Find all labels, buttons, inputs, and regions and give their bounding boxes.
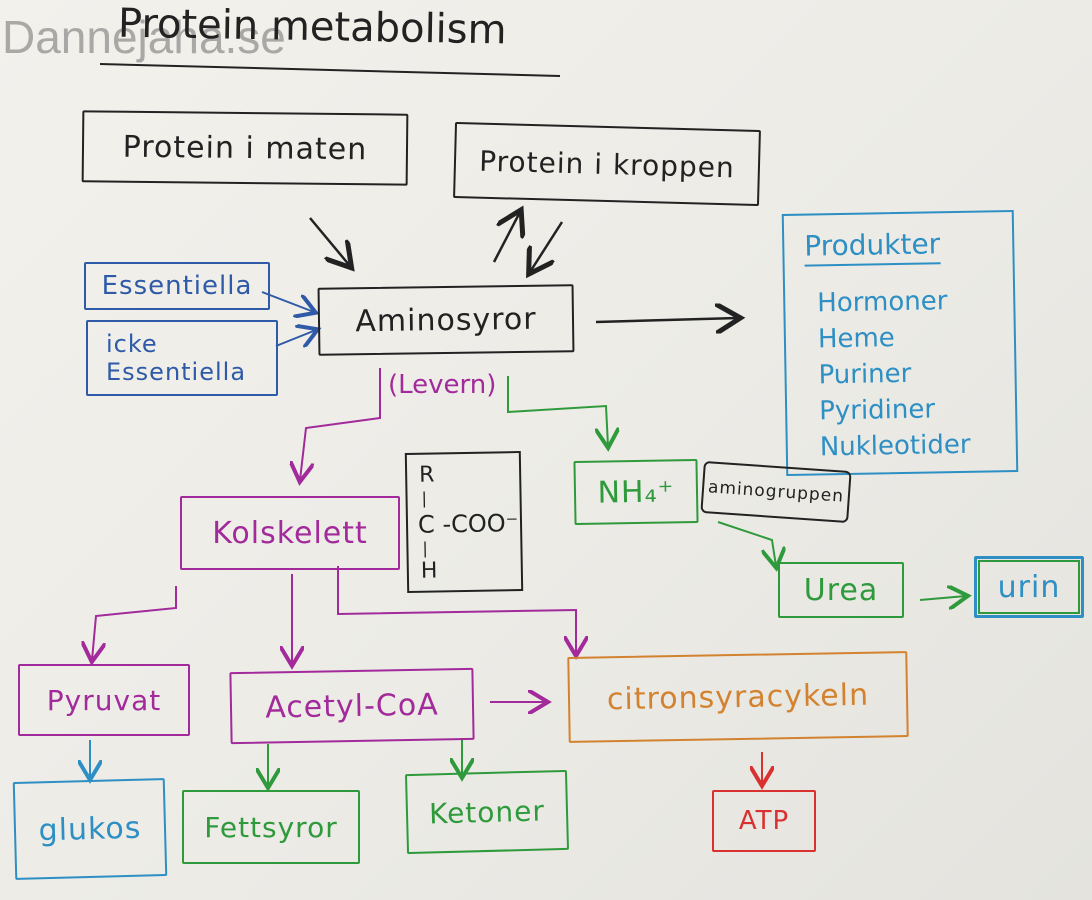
arrow-aminosyror-to-kroppen (492, 212, 520, 263)
urea-label: Urea (803, 572, 879, 608)
produkter-item: Heme (817, 323, 896, 355)
aminogruppen-label: aminogruppen (707, 477, 845, 507)
icke-essentiella-label: Essentiella (106, 358, 247, 386)
kolskelett-label: Kolskelett (212, 515, 368, 551)
arrow-essentiella (261, 291, 314, 312)
protein-i-maten-label: Protein i maten (122, 129, 368, 167)
arrow-urea-to-urin (919, 596, 966, 600)
nh4-box: NH₄⁺ (573, 458, 699, 526)
arrow-aminosyror-to-kolskelett (300, 368, 381, 480)
formula-bond-top: | (421, 488, 428, 508)
title-underline (99, 63, 561, 77)
aminogruppen-box: aminogruppen (700, 460, 852, 524)
formula-h: H (420, 558, 438, 584)
fettsyror-label: Fettsyror (204, 810, 338, 844)
urin-label: urin (997, 569, 1061, 605)
produkter-item: Hormoner (817, 286, 948, 319)
levern-label: (Levern) (388, 370, 497, 400)
glukos-label: glukos (38, 810, 142, 848)
glukos-box: glukos (12, 778, 168, 880)
atp-box: ATP (712, 790, 816, 852)
citronsyracykeln-label: citronsyracykeln (606, 677, 870, 717)
ketoner-label: Ketoner (428, 793, 546, 831)
ketoner-box: Ketoner (404, 769, 570, 855)
arrow-nh4-to-urea (717, 521, 776, 566)
produkter-item: Nukleotider (819, 429, 971, 463)
aminosyror-label: Aminosyror (355, 301, 537, 339)
urea-box: Urea (778, 562, 904, 618)
protein-i-kroppen-box: Protein i kroppen (453, 122, 761, 206)
produkter-heading: Produkter (804, 227, 941, 267)
acetyl-coa-box: Acetyl-CoA (229, 667, 475, 745)
arrow-kolskelett-to-pyruvat (92, 586, 177, 660)
arrow-icke-essentiella (275, 330, 316, 346)
acetyl-coa-label: Acetyl-CoA (264, 686, 440, 726)
arrow-aminosyror-to-nh4 (507, 376, 608, 446)
produkter-item: Puriner (818, 358, 912, 391)
citronsyracykeln-box: citronsyracykeln (567, 651, 909, 743)
formula-c: C -COO⁻ (417, 509, 519, 539)
arrow-aminosyror-to-produkter (595, 318, 738, 322)
produkter-item: Pyridiner (818, 394, 936, 427)
aminosyror-box: Aminosyror (317, 284, 575, 356)
protein-i-kroppen-label: Protein i kroppen (478, 144, 736, 184)
protein-i-maten-box: Protein i maten (81, 110, 409, 186)
formula-r: R (418, 462, 435, 488)
carbon-skeleton-formula-box: R | C -COO⁻ | H (404, 450, 524, 594)
atp-label: ATP (738, 806, 790, 836)
icke-label: icke (106, 330, 158, 358)
urin-box: urin (974, 556, 1084, 618)
essentiella-box: Essentiella (84, 262, 270, 310)
arrow-kolskelett-to-citron (337, 566, 576, 654)
arrow-kroppen-to-aminosyror (530, 221, 564, 272)
pyruvat-box: Pyruvat (18, 664, 190, 736)
fettsyror-box: Fettsyror (182, 790, 360, 864)
icke-essentiella-box: icke Essentiella (86, 320, 278, 396)
pyruvat-label: Pyruvat (46, 683, 162, 717)
kolskelett-box: Kolskelett (180, 496, 400, 570)
nh4-label: NH₄⁺ (597, 473, 675, 511)
arrow-maten-to-aminosyror (309, 217, 350, 266)
watermark: Dannejaha.se (2, 11, 286, 63)
formula-bond-bottom: | (422, 538, 429, 558)
essentiella-label: Essentiella (101, 271, 253, 301)
